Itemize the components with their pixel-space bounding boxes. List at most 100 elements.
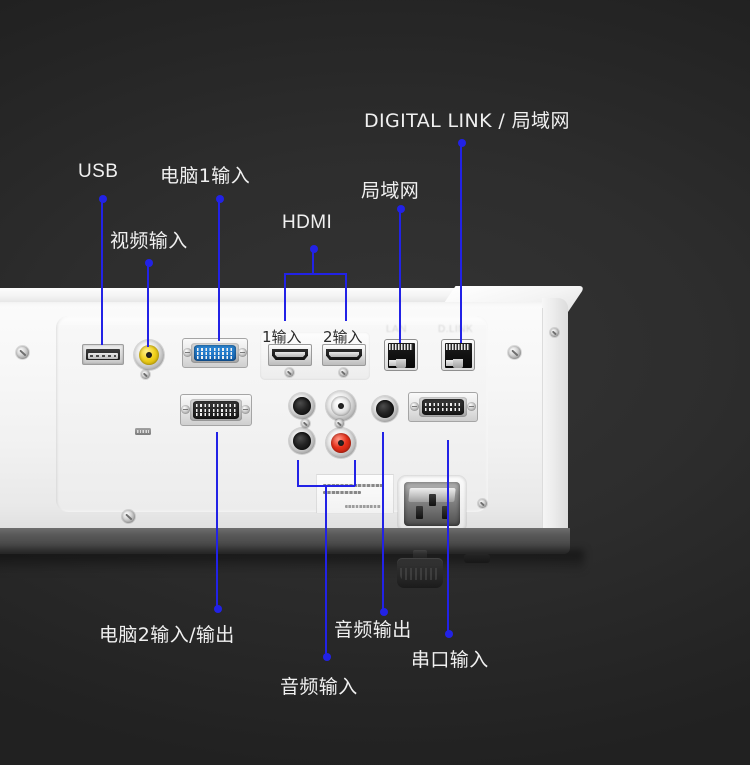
- rca-red-pin: [338, 440, 344, 446]
- projector-base: [0, 528, 570, 554]
- audio-in-upper-hole: [293, 397, 311, 415]
- leader-dot-video-input: [144, 259, 153, 267]
- usb-port-tongue: [88, 353, 118, 359]
- leader-line-computer1: [218, 199, 220, 341]
- leader-line-audio-in-branch-right: [354, 460, 356, 486]
- leader-line-audio-out: [382, 432, 384, 610]
- vga-computer2-io-port[interactable]: [180, 394, 252, 426]
- callout-computer2-io: 电脑2输入/输出: [99, 624, 235, 646]
- projector-right-edge: [542, 298, 568, 538]
- audio-output-jack[interactable]: [372, 396, 398, 422]
- leader-line-audio-in-stem: [325, 485, 327, 655]
- audio-in-rca-right-red[interactable]: [326, 428, 356, 458]
- ac-pin-neutral: [442, 506, 449, 519]
- serial-connector-body: [422, 399, 464, 415]
- leader-line-serial: [447, 440, 449, 632]
- leader-line-lan: [399, 209, 401, 343]
- vga2-pins: [193, 401, 239, 419]
- leader-dot-digital-link: [457, 139, 466, 147]
- usb-a-port[interactable]: [82, 344, 124, 365]
- vga-screwlock-right: [238, 348, 247, 357]
- digital-link-port-keystone: [446, 360, 454, 366]
- vga-computer1-input-port[interactable]: [182, 338, 248, 368]
- rca-mount-screw: [141, 370, 150, 379]
- callout-lan: 局域网: [361, 180, 420, 202]
- callout-serial-input: 串口输入: [411, 649, 489, 671]
- ac-power-inlet[interactable]: [398, 476, 466, 532]
- digital-link-rj45-port[interactable]: [441, 339, 475, 371]
- digital-link-silkscreen-label: D.LINK: [438, 324, 474, 335]
- composite-video-rca-jack[interactable]: [134, 340, 164, 370]
- leader-line-computer2: [216, 432, 218, 607]
- port-label-hdmi-1: 1输入: [262, 328, 302, 346]
- callout-computer1-input: 电脑1输入: [160, 165, 251, 187]
- callout-digital-link: DIGITAL LINK / 局域网: [364, 110, 570, 132]
- leader-dot-hdmi: [309, 245, 318, 253]
- audio-in-jack-screw: [301, 419, 310, 428]
- vga2-screwlock-left: [181, 405, 190, 414]
- projector-drop-shadow: [0, 550, 584, 572]
- leader-dot-lan: [396, 205, 405, 213]
- hdmi-1-plate-screw: [285, 368, 294, 377]
- projector-top-surface: [0, 288, 572, 304]
- leader-dot-audio-in: [322, 653, 331, 661]
- callout-audio-input: 音频输入: [280, 676, 358, 698]
- leader-line-usb: [101, 199, 103, 345]
- chassis-screw-left: [16, 346, 29, 359]
- lan-silkscreen-label: LAN: [386, 324, 407, 335]
- audio-out-hole: [376, 400, 394, 418]
- lan-port-contacts: [389, 344, 413, 350]
- leader-dot-usb: [98, 195, 107, 203]
- projector-panel-seam: [542, 308, 543, 534]
- callout-usb: USB: [78, 161, 119, 182]
- leader-dot-audio-out: [379, 608, 388, 616]
- rca-white-pin: [338, 403, 344, 409]
- connector-panel-highlight: [56, 316, 488, 328]
- audio-in-jack-lower[interactable]: [289, 428, 315, 454]
- leader-dot-computer2: [213, 605, 222, 613]
- leader-line-hdmi-stem: [312, 249, 314, 274]
- leader-dot-computer1: [215, 195, 224, 203]
- leader-line-hdmi-2-branch: [345, 273, 347, 321]
- leader-dot-serial: [444, 630, 453, 638]
- serial-pins: [422, 399, 464, 415]
- vga2-connector-body: [193, 401, 239, 419]
- callout-hdmi: HDMI: [282, 212, 333, 233]
- serial-screwlock-right: [467, 402, 476, 411]
- lan-port-keystone: [389, 360, 397, 366]
- digital-link-port-latch-slot: [453, 358, 463, 368]
- rca-group-screw: [335, 419, 344, 428]
- leader-line-video-input: [147, 263, 149, 347]
- lan-rj45-port[interactable]: [384, 339, 418, 371]
- ac-inlet-body: [404, 482, 460, 526]
- vga-blue-connector-body: [194, 345, 236, 361]
- digital-link-port-contacts: [446, 344, 470, 350]
- hdmi-2-tongue: [329, 352, 359, 357]
- port-label-hdmi-2: 2输入: [323, 328, 363, 346]
- projector-device: LAN D.LINK: [0, 286, 586, 588]
- callout-audio-output: 音频输出: [334, 619, 412, 641]
- hdmi-2-input-port[interactable]: [322, 344, 366, 366]
- vga-screwlock-left: [183, 348, 192, 357]
- hdmi-1-input-port[interactable]: [268, 344, 312, 366]
- leader-line-hdmi-1-branch: [284, 273, 286, 321]
- vga-pins: [194, 345, 236, 361]
- serial-screwlock-left: [410, 402, 419, 411]
- leader-line-hdmi-crossbar: [284, 273, 346, 275]
- audio-in-rca-left-white[interactable]: [326, 391, 356, 421]
- lan-port-latch-slot: [396, 358, 406, 368]
- leader-line-audio-in-branch-left: [297, 460, 299, 486]
- chassis-screw-right: [508, 346, 521, 359]
- serial-port-db9[interactable]: [408, 392, 478, 422]
- vga2-screwlock-right: [241, 405, 250, 414]
- audio-in-lower-hole: [293, 432, 311, 450]
- panel-indicator-mark: [135, 428, 151, 435]
- audio-in-jack-upper[interactable]: [289, 393, 315, 419]
- callout-video-input: 视频输入: [110, 230, 188, 252]
- ac-pin-ground: [429, 494, 436, 506]
- chassis-screw-bottom-left: [122, 510, 135, 523]
- ac-inlet-screw: [478, 499, 487, 508]
- hdmi-2-plate-screw: [339, 368, 348, 377]
- rca-center-pin: [146, 352, 152, 358]
